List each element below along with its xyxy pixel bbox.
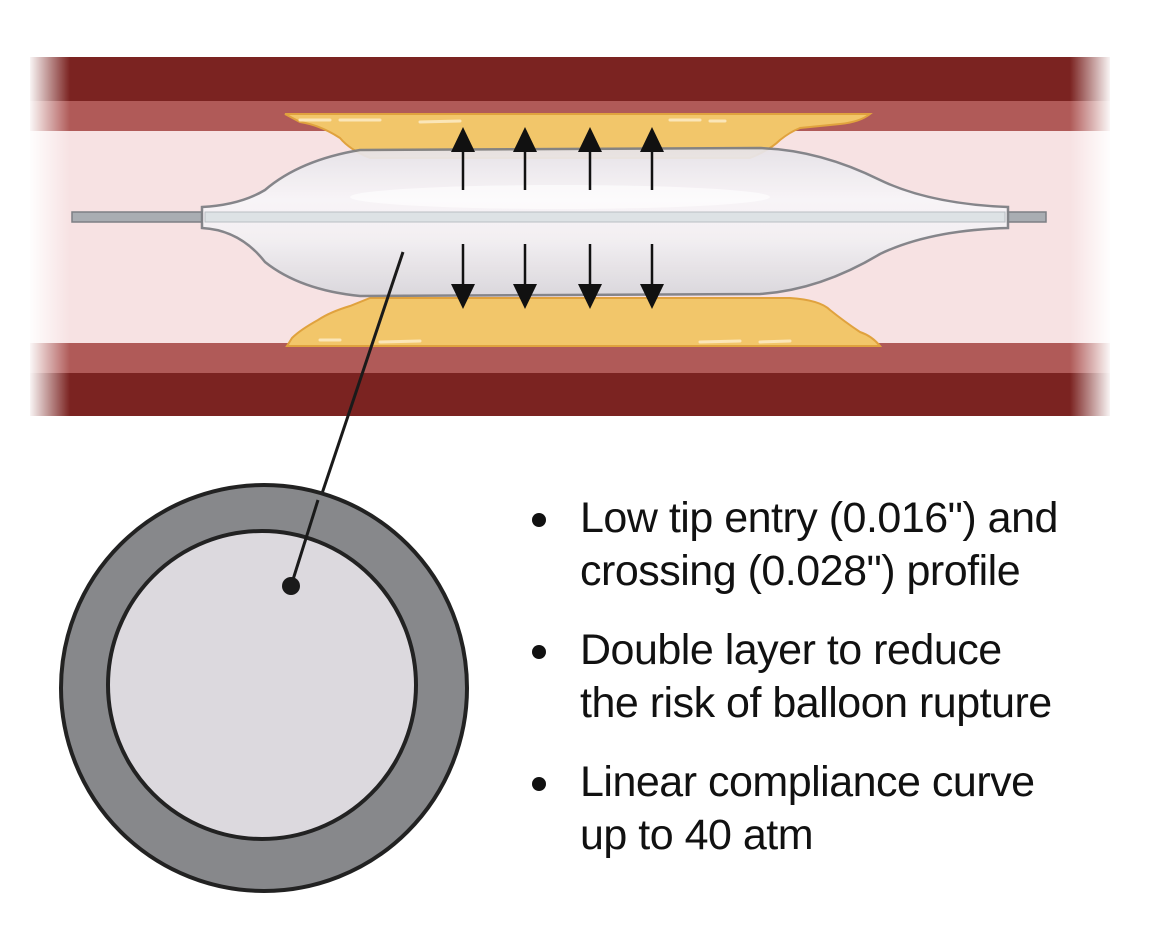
arrow-down-icon [640, 244, 664, 309]
feature-item: Double layer to reduce the risk of ballo… [528, 624, 1168, 730]
plaque [284, 113, 883, 347]
vessel-fade-right [1070, 55, 1112, 419]
vessel-outer-wall-top [30, 57, 1110, 101]
plaque-texture [298, 118, 792, 344]
cross-section-inner-layer [106, 529, 418, 841]
guidewire-right [1004, 211, 1047, 223]
balloon-highlight [350, 185, 770, 209]
callout-dot [282, 577, 300, 595]
feature-line: Linear compliance curve [580, 758, 1035, 806]
expansion-arrows [451, 127, 664, 309]
feature-line: up to 40 atm [580, 811, 814, 859]
feature-line: crossing (0.028") profile [580, 547, 1021, 595]
leader-line-inner [289, 499, 320, 587]
arrow-down-icon [513, 244, 537, 309]
feature-line: Low tip entry (0.016") and [580, 494, 1058, 542]
arrow-down-icon [578, 244, 602, 309]
arrow-up-icon [640, 127, 664, 190]
arrow-up-icon [578, 127, 602, 190]
bullet-icon [532, 645, 546, 659]
vessel-outer-wall-bottom [30, 373, 1110, 416]
feature-item: Low tip entry (0.016") and crossing (0.0… [528, 492, 1168, 598]
feature-item: Linear compliance curve up to 40 atm [528, 756, 1168, 862]
arrow-up-icon [513, 127, 537, 190]
vessel-fade-left [28, 55, 70, 419]
balloon-cross-section [59, 483, 469, 893]
feature-line: the risk of balloon rupture [580, 679, 1052, 727]
arrow-up-icon [451, 127, 475, 190]
bullet-icon [532, 777, 546, 791]
feature-list: Low tip entry (0.016") and crossing (0.0… [528, 492, 1168, 888]
balloon [200, 146, 1010, 298]
feature-line: Double layer to reduce [580, 626, 1002, 674]
arrow-down-icon [451, 244, 475, 309]
vessel-inner-wall-bottom [30, 343, 1110, 373]
balloon-catheter-shaft [204, 211, 1006, 223]
guidewire-left [71, 211, 203, 223]
plaque-bottom [285, 297, 883, 347]
bullet-icon [532, 513, 546, 527]
